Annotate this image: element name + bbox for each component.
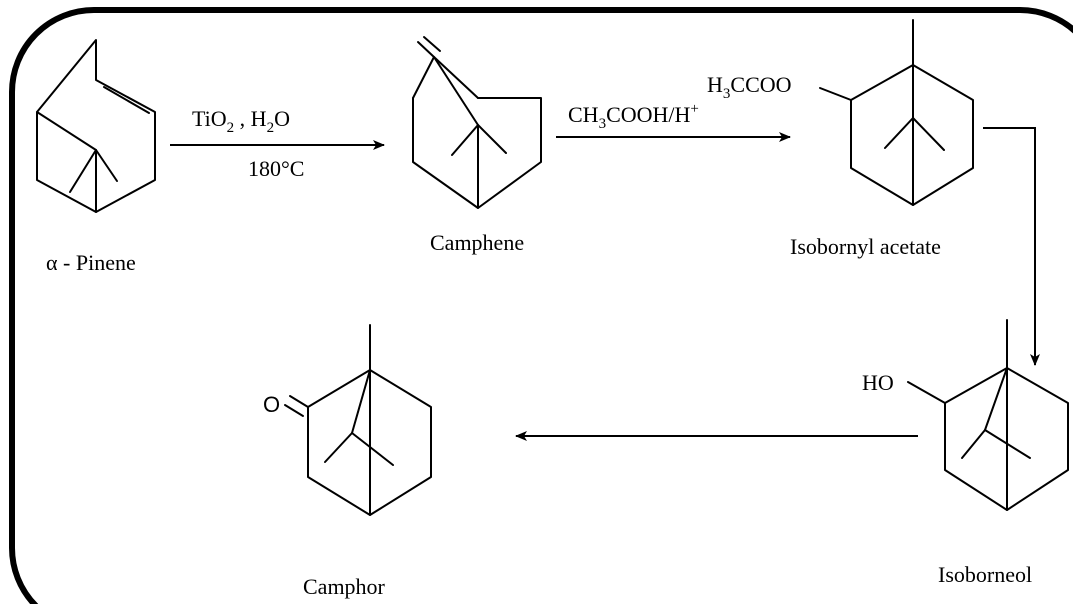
step2-reagent: CH3COOH/H+ xyxy=(568,101,699,132)
isoborneol-label: Isoborneol xyxy=(938,562,1032,587)
camphor-label: Camphor xyxy=(303,574,386,599)
camphor-oxygen: O xyxy=(263,392,280,417)
camphene-label: Camphene xyxy=(430,230,524,255)
camphor-structure xyxy=(284,324,432,516)
isobornyl-acetate-label: Isobornyl acetate xyxy=(790,234,941,259)
step1-reagent: TiO2 , H2O xyxy=(192,106,290,136)
isoborneol-structure xyxy=(907,319,1069,511)
isoborneol-substituent: HO xyxy=(862,370,894,395)
alpha-pinene-label: α - Pinene xyxy=(46,250,136,275)
alpha-pinene-structure xyxy=(36,39,156,213)
step3-arrow xyxy=(983,127,1040,366)
step1-condition: 180°C xyxy=(248,156,304,181)
camphene-structure xyxy=(412,36,542,209)
scheme-frame xyxy=(9,7,1073,604)
isobornyl-acetate-structure xyxy=(819,19,974,206)
isobornyl-acetate-substituent: H3CCOO xyxy=(707,72,792,102)
